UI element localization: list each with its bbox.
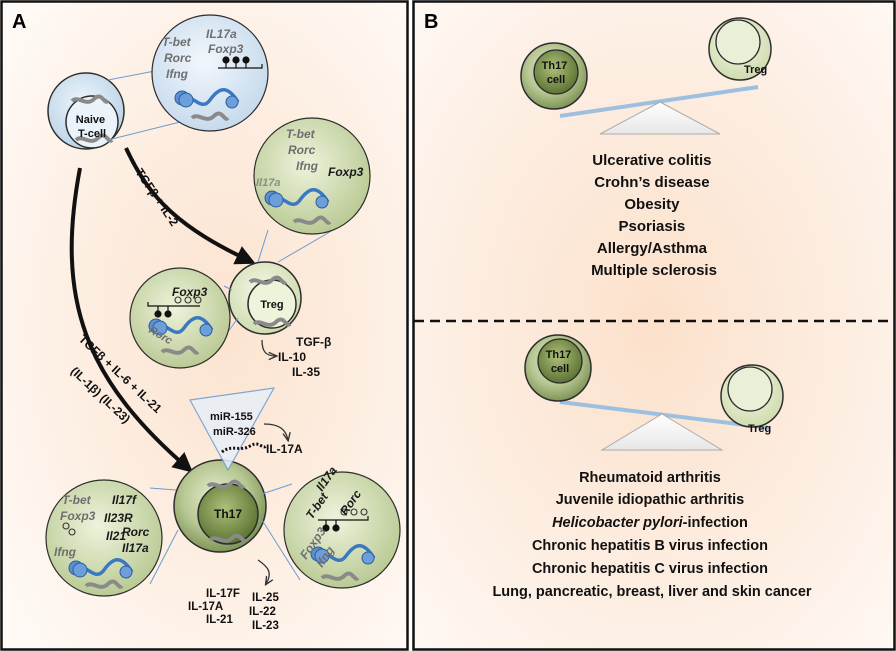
- th17-left-gene-foxp3: Foxp3: [60, 509, 96, 523]
- treg-cell-top: Treg: [708, 17, 772, 81]
- treg-lower-bubble: Foxp3 Rorc: [129, 267, 239, 369]
- balance-bottom: Th17 cell Treg: [524, 334, 784, 451]
- th17-cytokines: IL-17F IL-17A IL-21 IL-25 IL-22 IL-23: [188, 588, 282, 632]
- mirna-155: miR-155: [210, 411, 253, 423]
- naive-gene-bubble: T-bet IL17a Rorc Foxp3 Ifng: [107, 14, 269, 141]
- diseases-top: Ulcerative colitis Crohn’s disease Obesi…: [591, 152, 717, 279]
- th17-left-gene-rorc: Rorc: [122, 525, 150, 539]
- th17-left-gene-tbet: T-bet: [62, 493, 92, 507]
- naive-gene-il17a: IL17a: [206, 27, 237, 41]
- th17-cell-top: Th17 cell: [520, 42, 588, 110]
- naive-t-cell-label: Naive T-cell: [76, 114, 108, 140]
- mirna-callout: miR-155 miR-326 IL-17A: [189, 387, 303, 472]
- panel-b-label: B: [424, 11, 438, 33]
- th17-cell-bottom-label: Th17 cell: [546, 349, 575, 375]
- arrow-to-treg: [124, 147, 256, 265]
- treg-upper-gene-tbet: T-bet: [286, 127, 316, 141]
- th17-cell-label: Th17: [214, 507, 242, 521]
- balance-bottom-beam: [559, 400, 771, 430]
- balance-top-beam: [559, 85, 759, 118]
- arrow-to-th17: [69, 167, 194, 473]
- naive-gene-ifng: Ifng: [166, 67, 189, 81]
- th17-left-gene-il17a: Il17a: [122, 541, 149, 555]
- th17-left-gene-il23r: Il23R: [104, 511, 133, 525]
- th17-cytokine-arrow: [257, 559, 269, 584]
- treg-cell-top-label: Treg: [744, 64, 767, 76]
- th17-left-gene-ifng: Ifng: [54, 545, 77, 559]
- diseases-bottom: Rheumatoid arthritis Juvenile idiopathic…: [492, 470, 811, 600]
- panel-a-label: A: [12, 11, 26, 33]
- methylation-marks: [218, 56, 263, 69]
- balance-top: Th17 cell Treg: [520, 17, 772, 135]
- disease-helicobacter: Helicobacter pylori-infection: [552, 515, 748, 531]
- naive-gene-foxp3: Foxp3: [208, 42, 244, 56]
- th17-cell-top-label: Th17 cell: [542, 60, 571, 86]
- treg-cell-a: Treg: [228, 261, 302, 335]
- treg-upper-gene-il17a: Il17a: [256, 177, 280, 189]
- treg-upper-gene-rorc: Rorc: [288, 143, 316, 157]
- naive-gene-rorc: Rorc: [164, 51, 192, 65]
- naive-t-cell: Naive T-cell: [47, 72, 125, 150]
- th17-left-gene-il17f: Il17f: [112, 493, 137, 507]
- th17-left-bubble: T-bet Il17f Foxp3 Il23R Rorc Il21 Il17a …: [45, 479, 179, 597]
- treg-cell-label: Treg: [260, 299, 283, 311]
- naive-gene-tbet: T-bet: [162, 35, 192, 49]
- mirna-target: IL-17A: [266, 442, 303, 456]
- treg-cytokine-arrow: [261, 339, 276, 356]
- balance-bottom-fulcrum: [600, 413, 724, 451]
- treg-cytokines: TGF-β IL-10 IL-35: [278, 335, 335, 379]
- th17-cell-bottom: Th17 cell: [524, 334, 592, 402]
- treg-cell-bottom-label: Treg: [748, 423, 771, 435]
- th17-right-bubble: Il17a T-bet Rorc Foxp3 Ifng: [261, 464, 401, 589]
- mirna-326: miR-326: [213, 426, 256, 438]
- treg-upper-gene-ifng: Ifng: [296, 159, 319, 173]
- treg-upper-gene-foxp3: Foxp3: [328, 165, 364, 179]
- treg-upper-bubble: T-bet Rorc Ifng Foxp3 Il17a: [253, 117, 371, 263]
- th17-cell-a: Th17: [173, 459, 267, 553]
- balance-top-fulcrum: [599, 101, 721, 135]
- th17-left-gene-il21: Il21: [106, 529, 126, 543]
- treg-lower-gene-foxp3: Foxp3: [172, 285, 208, 299]
- treg-cell-bottom: Treg: [720, 364, 784, 435]
